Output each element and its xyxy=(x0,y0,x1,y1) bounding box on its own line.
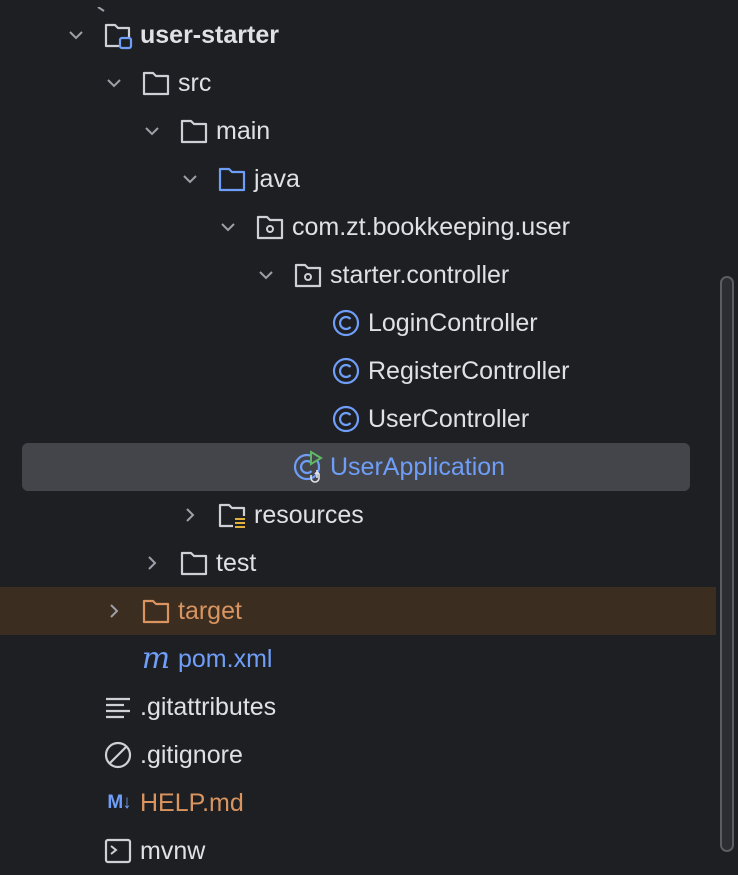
tree-item-label: RegisterController xyxy=(368,357,570,385)
tree-item-label: .gitignore xyxy=(140,741,243,769)
maven-icon: m xyxy=(141,641,171,676)
tree-row-resources[interactable]: resources xyxy=(0,491,716,539)
tree-row-target[interactable]: target xyxy=(0,587,716,635)
class-icon xyxy=(331,308,361,338)
ignore-file-icon xyxy=(103,740,133,770)
tree-row-gitignore[interactable]: .gitignore xyxy=(0,731,716,779)
chevron-right-icon[interactable] xyxy=(178,503,202,527)
project-tree: user-starter src main java xyxy=(0,0,716,865)
chevron-down-icon[interactable] xyxy=(140,119,164,143)
text-file-icon xyxy=(103,692,133,722)
run-class-icon xyxy=(293,450,323,483)
tree-row-package-controller[interactable]: starter.controller xyxy=(0,251,716,299)
excluded-folder-icon xyxy=(141,596,171,626)
class-icon xyxy=(331,356,361,386)
tree-row-user-application[interactable]: UserApplication xyxy=(0,443,716,491)
tree-item-label: starter.controller xyxy=(330,261,510,289)
class-icon xyxy=(331,404,361,434)
tree-row-pom-xml[interactable]: m pom.xml xyxy=(0,635,716,683)
chevron-right-icon[interactable] xyxy=(140,551,164,575)
tree-item-label: target xyxy=(178,597,242,625)
tree-row-register-controller[interactable]: RegisterController xyxy=(0,347,716,395)
tree-row-mvnw[interactable]: mvnw xyxy=(0,827,716,875)
tree-item-label: HELP.md xyxy=(140,789,244,817)
tree-row-user-starter[interactable]: user-starter xyxy=(0,11,716,59)
resources-folder-icon xyxy=(217,500,247,530)
module-folder-icon xyxy=(103,20,133,50)
tree-row-package-user[interactable]: com.zt.bookkeeping.user xyxy=(0,203,716,251)
vertical-scrollbar[interactable] xyxy=(720,276,734,852)
tree-item-label: com.zt.bookkeeping.user xyxy=(292,213,570,241)
tree-row-main[interactable]: main xyxy=(0,107,716,155)
tree-row-test[interactable]: test xyxy=(0,539,716,587)
tree-item-label: main xyxy=(216,117,271,145)
chevron-down-icon[interactable] xyxy=(254,263,278,287)
tree-item-label: pom.xml xyxy=(178,645,273,673)
tree-item-label: resources xyxy=(254,501,364,529)
tree-row-login-controller[interactable]: LoginController xyxy=(0,299,716,347)
tree-item-label: user-starter xyxy=(140,21,279,49)
previous-row-fragment xyxy=(60,0,120,12)
tree-item-label: test xyxy=(216,549,257,577)
tree-item-label: .gitattributes xyxy=(140,693,277,721)
folder-icon xyxy=(179,548,209,578)
tree-item-label: java xyxy=(254,165,300,193)
script-icon xyxy=(103,836,133,866)
tree-item-label: mvnw xyxy=(140,837,206,865)
chevron-down-icon[interactable] xyxy=(178,167,202,191)
tree-item-label: LoginController xyxy=(368,309,538,337)
tree-item-label: UserController xyxy=(368,405,530,433)
package-icon xyxy=(293,260,323,290)
folder-icon xyxy=(141,68,171,98)
tree-row-help-md[interactable]: M↓ HELP.md xyxy=(0,779,716,827)
markdown-icon: M↓ xyxy=(107,792,131,813)
chevron-right-icon[interactable] xyxy=(102,599,126,623)
tree-row-java[interactable]: java xyxy=(0,155,716,203)
chevron-down-icon[interactable] xyxy=(216,215,240,239)
chevron-down-icon[interactable] xyxy=(64,23,88,47)
package-icon xyxy=(255,212,285,242)
tree-row-user-controller[interactable]: UserController xyxy=(0,395,716,443)
tree-row-src[interactable]: src xyxy=(0,59,716,107)
tree-item-label: UserApplication xyxy=(330,453,506,481)
folder-icon xyxy=(179,116,209,146)
tree-row-gitattributes[interactable]: .gitattributes xyxy=(0,683,716,731)
tree-item-label: src xyxy=(178,69,212,97)
chevron-down-icon[interactable] xyxy=(102,71,126,95)
source-root-folder-icon xyxy=(217,164,247,194)
